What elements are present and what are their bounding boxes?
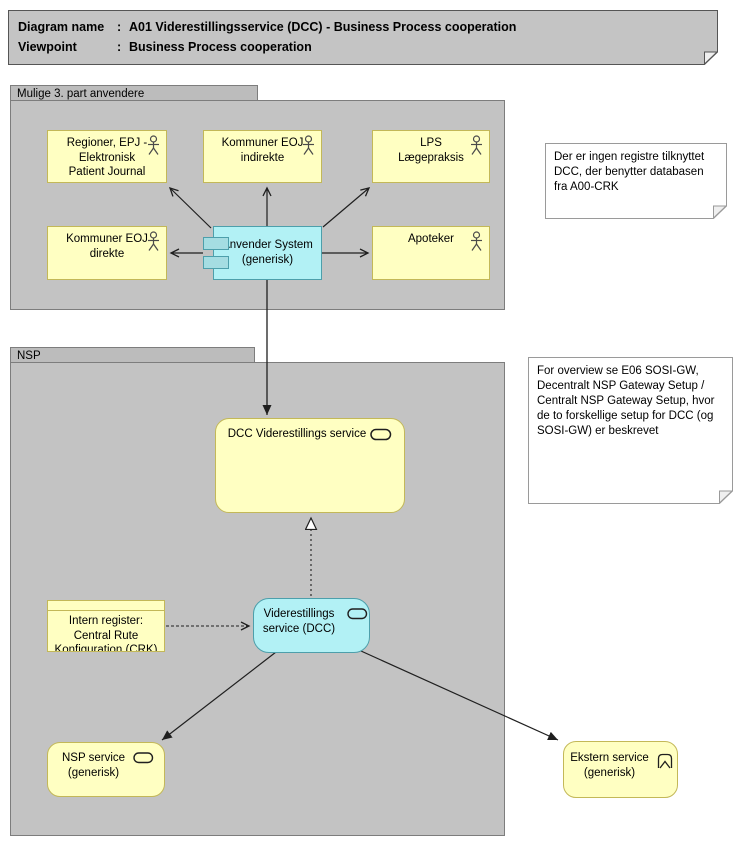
group-tab-third-party[interactable]: Mulige 3. part anvendere (10, 85, 258, 101)
chevron-icon (657, 753, 673, 769)
title-colon: : (117, 40, 122, 54)
group-tab-nsp[interactable]: NSP (10, 347, 255, 363)
actor-apoteker[interactable]: Apoteker (372, 226, 490, 280)
actor-label: Apoteker (407, 233, 455, 245)
component-anvender-system[interactable]: Anvender System (generisk) (203, 226, 322, 280)
actor-icon (471, 231, 482, 251)
note-shape (8, 10, 718, 65)
note-crk[interactable]: Der er ingen registre tilknyttet DCC, de… (545, 143, 727, 219)
diagram-name-value: A01 Viderestillingsservice (DCC) - Busin… (129, 20, 517, 34)
service-nsp-generisk[interactable]: NSP service (generisk) (47, 742, 165, 797)
service-ekstern-generisk[interactable]: Ekstern service (generisk) (563, 741, 678, 798)
title-row-diagram-name: Diagram name : A01 Viderestillingsservic… (18, 17, 708, 37)
service-label: NSP service (generisk) (61, 752, 126, 779)
object-intern-register-crk[interactable]: Intern register: Central Rute Konfigurat… (47, 600, 165, 652)
note-text: Der er ingen registre tilknyttet DCC, de… (554, 151, 705, 193)
actor-kommuner-eoj-indirekte[interactable]: Kommuner EOJ indirekte (203, 130, 322, 183)
actor-icon (471, 135, 482, 155)
note-shape (528, 357, 733, 504)
actor-label: Kommuner EOJ direkte (66, 233, 148, 260)
actor-lps-laegepraksis[interactable]: LPS Lægepraksis (372, 130, 490, 183)
title-row-viewpoint: Viewpoint : Business Process cooperation (18, 37, 708, 57)
title-colon: : (117, 20, 122, 34)
component-icon (203, 237, 229, 250)
note-shape (545, 143, 727, 219)
actor-label: Kommuner EOJ indirekte (221, 137, 304, 164)
actor-icon (303, 135, 314, 155)
object-header-line (48, 610, 164, 611)
actor-kommuner-eoj-direkte[interactable]: Kommuner EOJ direkte (47, 226, 167, 280)
service-label: Ekstern service (generisk) (570, 752, 649, 779)
register-label: Intern register: Central Rute Konfigurat… (54, 615, 158, 652)
service-dcc-viderestillings[interactable]: DCC Viderestillings service (215, 418, 405, 513)
service-viderestillings-dcc[interactable]: Viderestillings service (DCC) (253, 598, 370, 653)
service-icon (347, 608, 368, 620)
viewpoint-label: Viewpoint (18, 40, 77, 54)
note-text: For overview se E06 SOSI-GW, Decentralt … (537, 365, 715, 437)
actor-label: LPS Lægepraksis (398, 137, 464, 164)
actor-regioner-epj[interactable]: Regioner, EPJ - Elektronisk Patient Jour… (47, 130, 167, 183)
service-label: DCC Viderestillings service (227, 428, 367, 440)
service-label: Viderestillings service (DCC) (262, 608, 336, 635)
title-label: Diagram name (18, 20, 105, 34)
service-icon (370, 428, 392, 441)
note-overview[interactable]: For overview se E06 SOSI-GW, Decentralt … (528, 357, 733, 504)
viewpoint-value: Business Process cooperation (129, 40, 312, 54)
diagram-title-note[interactable]: Diagram name : A01 Viderestillingsservic… (8, 10, 718, 65)
component-icon (203, 256, 229, 269)
actor-label: Regioner, EPJ - Elektronisk Patient Jour… (66, 137, 148, 178)
service-icon (132, 752, 153, 764)
actor-icon (148, 135, 159, 155)
title-rows: Diagram name : A01 Viderestillingsservic… (18, 17, 708, 57)
actor-icon (148, 231, 159, 251)
component-label: Anvender System (generisk) (222, 239, 313, 266)
